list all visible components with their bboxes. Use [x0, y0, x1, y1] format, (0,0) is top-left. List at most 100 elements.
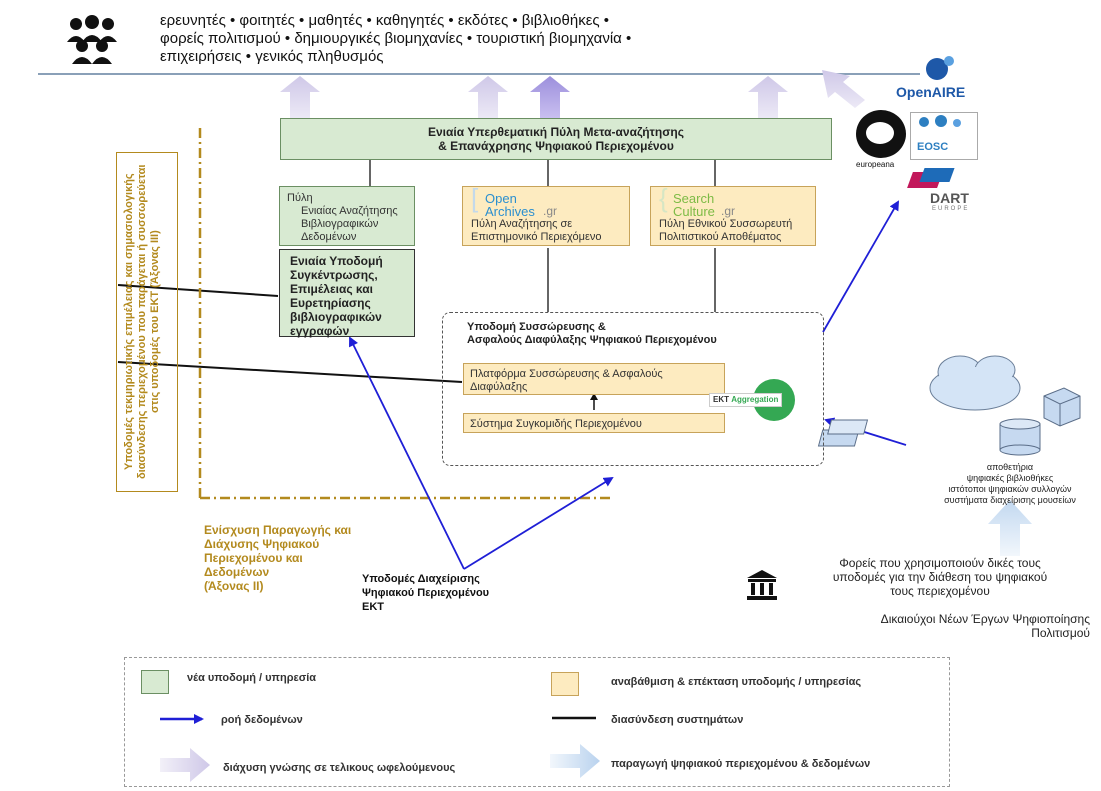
audience-line-2: φορείς πολιτισμού • δημιουργικές βιομηχα…	[160, 30, 632, 47]
axis2-line-2: Διάχυσης Ψηφιακού	[204, 537, 320, 551]
bodies-line-2: υποδομές για την διάθεση του ψηφιακού	[832, 570, 1048, 584]
ekt-infra-line-3: ΕΚΤ	[362, 601, 384, 613]
repos-line-1: αποθετήρια	[986, 462, 1034, 472]
eosc-text: EOSC	[917, 141, 949, 153]
biblio-line-2: Συγκέντρωσης,	[290, 268, 378, 282]
searchculture-brand-1: Search	[673, 191, 715, 206]
legend-production-arrow	[550, 744, 600, 778]
ekt-infra-line-2: Ψηφιακού Περιεχομένου	[362, 587, 490, 599]
openarchives-box: [ Open Archives .gr Πύλη Αναζήτησης σε Ε…	[462, 183, 630, 246]
openarchives-logo: [ Open Archives .gr	[471, 183, 558, 219]
drive-icon	[817, 419, 869, 447]
flow-ekt-to-aggregation	[463, 476, 614, 570]
harvesting-system-box: Σύστημα Συγκομιδής Περιεχομένου	[463, 413, 725, 433]
axis2-line-5: (Άξονας ΙΙ)	[204, 579, 264, 593]
repos-line-4: συστήματα διαχείρισης μουσείων	[944, 495, 1076, 505]
aggregation-platform-box: Πλατφόρμα Συσσώρευσης & Ασφαλούς Διαφύλα…	[463, 363, 725, 395]
biblio-line-3: Επιμέλειας και	[290, 282, 373, 296]
ekt-aggregation-badge: EKT Aggregation	[709, 379, 819, 423]
audience-list: ερευνητές • φοιτητές • μαθητές • καθηγητ…	[160, 12, 631, 66]
cloud-icon	[929, 355, 1021, 411]
searchculture-tld: .gr	[721, 204, 736, 218]
diffusion-arrows	[280, 70, 865, 118]
pyli-line-3: Βιβλιογραφικών	[301, 218, 379, 230]
europeana-logo: europeana	[852, 108, 912, 172]
biblio-line-5: βιβλιογραφικών	[290, 310, 382, 324]
searchculture-brand-2: Culture	[673, 204, 715, 219]
legend-new-infra: νέα υποδομή / υπηρεσία	[187, 672, 317, 684]
production-arrow	[988, 500, 1032, 556]
ekt-infrastructure-label: Υποδομές Διαχείρισης Ψηφιακού Περιεχομέν…	[362, 572, 489, 614]
aggregation-infrastructure-box: Υποδομή Συσσώρευσης & Ασφαλούς Διαφύλαξη…	[442, 312, 824, 466]
openarchives-brand-2: Archives	[485, 204, 535, 219]
beneficiaries-line-1: Δικαιούχοι Νέων Έργων Ψηφιοποίησης	[880, 612, 1090, 626]
legend-interconnect: διασύνδεση συστημάτων	[611, 714, 744, 726]
axis3-label-box: Υποδομές τεκμηριωτικής επιμέλειας και ση…	[116, 152, 178, 492]
cube-icon	[1043, 387, 1081, 427]
people-icon	[64, 12, 120, 64]
legend-green-swatch	[141, 670, 169, 694]
legend-diffusion-arrow	[160, 748, 210, 782]
beneficiaries-line-2: Πολιτισμού	[1031, 626, 1090, 640]
searchculture-box: { Search Culture .gr Πύλη Εθνικού Συσσωρ…	[650, 183, 816, 246]
portal-title-1: Ενιαία Υπερθεματική Πύλη Μετα-αναζήτησης	[427, 125, 684, 139]
openarchives-brand-1: Open	[485, 191, 517, 206]
searchculture-line-1: Πύλη Εθνικού Συσσωρευτή	[659, 218, 793, 230]
audience-line-1: ερευνητές • φοιτητές • μαθητές • καθηγητ…	[160, 12, 610, 29]
platform-line-2: Διαφύλαξης	[470, 381, 528, 393]
platform-line-1: Πλατφόρμα Συσσώρευσης & Ασφαλούς	[470, 368, 663, 380]
unified-portal-box: Ενιαία Υπερθεματική Πύλη Μετα-αναζήτησης…	[280, 118, 832, 160]
biblio-line-4: Ευρετηρίασης	[290, 296, 371, 310]
pyli-line-2: Ενιαίας Αναζήτησης	[301, 205, 398, 217]
portal-title-2: & Επανάχρησης Ψηφιακού Περιεχομένου	[438, 139, 674, 153]
axis3-line-3: στις υποδομές του ΕΚΤ (Άξονας ΙΙΙ)	[149, 230, 161, 414]
audience-line-3: επιχειρήσεις • γενικός πληθυσμός	[160, 48, 384, 65]
badge-ekt: EKT	[713, 395, 729, 404]
axis2-label: Ενίσχυση Παραγωγής και Διάχυσης Ψηφιακού…	[204, 523, 351, 593]
axis3-line-1: Υποδομές τεκμηριωτικής επιμέλειας και ση…	[123, 173, 135, 471]
bodies-line-3: τους περιεχομένου	[890, 584, 990, 598]
legend-data-flow: ροή δεδομένων	[221, 714, 303, 726]
pyli-line-1: Πύλη	[287, 192, 313, 204]
openaire-text: OpenAIRE	[896, 84, 966, 100]
openarchives-line-2: Επιστημονικό Περιεχόμενο	[471, 231, 602, 243]
searchculture-line-2: Πολιτιστικού Αποθέματος	[659, 231, 782, 243]
repos-line-2: ψηφιακές βιβλιοθήκες	[966, 473, 1054, 483]
dart-text: DART	[930, 190, 969, 206]
badge-aggregation: Aggregation	[731, 395, 779, 404]
openarchives-tld: .gr	[543, 204, 558, 218]
legend-upgrade: αναβάθμιση & επέκταση υποδομής / υπηρεσί…	[611, 676, 862, 688]
flow-aggregation-to-europe	[822, 200, 899, 333]
biblio-line-6: εγγραφών	[290, 324, 350, 338]
flow-ekt-to-biblio	[349, 336, 465, 570]
bodies-label: Φορείς που χρησιμοποιούν δικές τους υποδ…	[790, 556, 1090, 598]
ekt-infra-line-1: Υποδομές Διαχείρισης	[362, 573, 480, 585]
europeana-text: europeana	[856, 160, 895, 169]
legend-yellow-swatch	[551, 672, 579, 696]
pyli-line-4: Δεδομένων	[301, 231, 357, 243]
institution-icon	[745, 568, 779, 602]
openarchives-line-1: Πύλη Αναζήτησης σε	[471, 218, 573, 230]
database-icon	[999, 418, 1041, 456]
eosc-logo: EOSC	[910, 112, 978, 160]
repositories-label: αποθετήρια ψηφιακές βιβλιοθήκες ιστότοπο…	[920, 462, 1100, 506]
biblio-line-1: Ενιαία Υποδομή	[290, 254, 383, 268]
openaire-logo: OpenAIRE	[896, 56, 1006, 102]
legend-box: νέα υποδομή / υπηρεσία αναβάθμιση & επέκ…	[124, 657, 950, 787]
aggregation-title-2: Ασφαλούς Διαφύλαξης Ψηφιακού Περιεχομένο…	[467, 334, 717, 346]
bibliographic-infrastructure-box: Ενιαία Υποδομή Συγκέντρωσης, Επιμέλειας …	[279, 249, 415, 338]
bodies-line-1: Φορείς που χρησιμοποιούν δικές τους	[839, 556, 1041, 570]
dart-logo: DART EUROPE	[907, 166, 974, 216]
legend-production: παραγωγή ψηφιακού περιεχομένου & δεδομέν…	[611, 758, 871, 770]
bibliographic-search-portal-box: Πύλη Ενιαίας Αναζήτησης Βιβλιογραφικών Δ…	[279, 186, 415, 246]
aggregation-title-1: Υποδομή Συσσώρευσης &	[467, 321, 606, 333]
axis3-line-2: διασύνδεσης περιεχομένου που παράγεται ή…	[136, 164, 148, 480]
axis2-line-4: Δεδομένων	[204, 565, 270, 579]
legend-diffusion: διάχυση γνώσης σε τελικους ωφελούμενους	[223, 762, 456, 774]
axis2-line-1: Ενίσχυση Παραγωγής και	[204, 523, 352, 537]
searchculture-logo: { Search Culture .gr	[659, 183, 736, 219]
beneficiaries-label: Δικαιούχοι Νέων Έργων Ψηφιοποίησης Πολιτ…	[800, 612, 1090, 640]
dart-subtext: EUROPE	[932, 206, 970, 212]
repos-line-3: ιστότοποι ψηφιακών συλλογών	[948, 484, 1072, 494]
